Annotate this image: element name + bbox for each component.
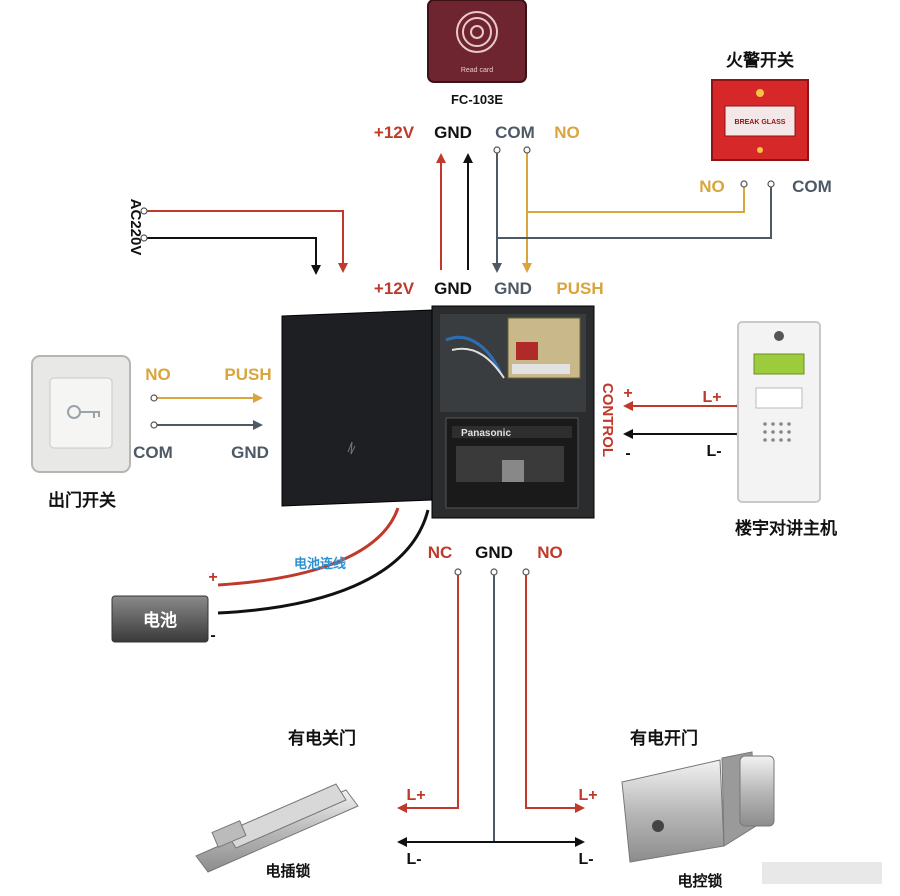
keypad-icon	[763, 422, 791, 442]
battery-wire-label: 电池连线	[294, 556, 346, 572]
output-terminal-nc: NC	[428, 543, 453, 562]
lock-fail-safe-title: 有电关门	[288, 728, 356, 749]
output-terminal-no: NO	[537, 543, 563, 562]
card-reader-terminal-gnd: GND	[434, 123, 472, 142]
card-reader-model: FC-103E	[451, 92, 503, 107]
keyhole-icon	[652, 820, 664, 832]
battery-label: 电池	[143, 610, 177, 631]
exit-button	[31, 355, 131, 473]
exit-button-push: PUSH	[224, 365, 271, 384]
card-reader-face-text: Read card	[461, 67, 493, 74]
blurred-watermark	[762, 862, 882, 884]
panasonic-battery: Panasonic	[445, 417, 579, 509]
card-reader: Read card	[427, 0, 527, 83]
control-label: CONTROL	[599, 383, 616, 457]
battery: 电池	[111, 595, 209, 643]
lock-fail-safe-lplus: L+	[406, 787, 425, 804]
control-minus: -	[625, 445, 630, 462]
fire-alarm-label: 火警开关	[726, 50, 794, 71]
ac-input-label: AC220V	[127, 199, 144, 256]
supply-terminal-gnd-2: GND	[494, 279, 532, 298]
intercom-lminus: L-	[706, 443, 721, 460]
exit-button-label: 出门开关	[48, 490, 116, 511]
fire-alarm-flame-icon	[756, 89, 764, 97]
fire-alarm-face-text: BREAK GLASS	[735, 119, 786, 126]
battery-wires	[217, 507, 430, 615]
card-reader-terminal-com: COM	[495, 123, 535, 142]
supply-terminal-push: PUSH	[556, 279, 603, 298]
exit-button-gnd: GND	[231, 443, 269, 462]
lock-fail-safe-lminus: L-	[406, 851, 421, 868]
electric-bolt-lock	[195, 783, 359, 873]
intercom-display	[753, 353, 805, 375]
lock-fail-secure-lminus: L-	[578, 851, 593, 868]
output-terminal-gnd: GND	[475, 543, 513, 562]
lock-fail-secure-lplus: L+	[578, 787, 597, 804]
battery-plus: +	[208, 569, 217, 586]
supply-terminal-gnd-1: GND	[434, 279, 472, 298]
top-wires	[144, 150, 772, 275]
rfid-waves-icon	[456, 11, 498, 53]
intercom-wires	[623, 401, 740, 439]
card-reader-terminal-no: NO	[554, 123, 580, 142]
supply-terminal-12v: +12V	[374, 279, 415, 298]
electric-control-lock	[621, 751, 775, 863]
battery-minus: -	[210, 627, 215, 644]
intercom-label: 楼宇对讲主机	[735, 518, 837, 539]
control-plus: +	[623, 385, 632, 402]
power-supply-box: Panasonic	[281, 305, 595, 519]
fire-alarm-com: COM	[792, 177, 832, 196]
camera-icon	[774, 331, 784, 341]
lock-fail-secure-title: 有电开门	[630, 728, 698, 749]
exit-button-no: NO	[145, 365, 171, 384]
wire-terminal-dots	[140, 146, 775, 242]
battery-brand: Panasonic	[461, 428, 511, 439]
lock-wires	[397, 572, 585, 847]
lock-fail-secure-name: 电控锁	[677, 872, 722, 890]
card-reader-terminal-12v: +12V	[374, 123, 415, 142]
key-icon	[67, 405, 100, 419]
exit-button-wires	[154, 393, 263, 430]
intercom-lplus: L+	[702, 389, 721, 406]
exit-button-com: COM	[133, 443, 173, 462]
fire-alarm-no: NO	[699, 177, 725, 196]
fire-alarm-switch: BREAK GLASS	[711, 79, 809, 161]
intercom-host	[737, 321, 821, 503]
lock-fail-safe-name: 电插锁	[265, 862, 310, 880]
